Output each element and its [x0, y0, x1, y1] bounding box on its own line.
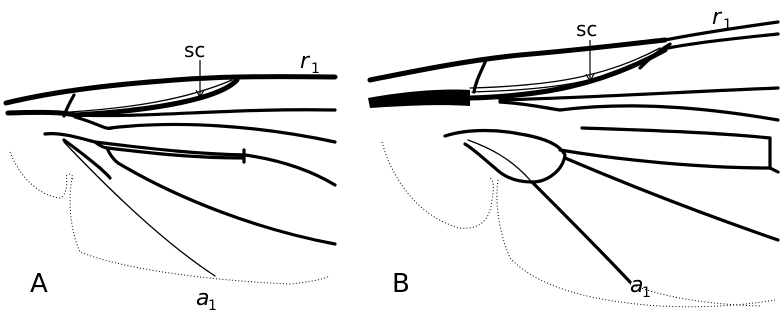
radius-base-b [368, 89, 470, 108]
medial-vein-a [75, 117, 112, 128]
sc-label-b: sc [576, 17, 597, 41]
cubital-vein-b [445, 131, 565, 183]
cubital-inner-b [468, 140, 530, 180]
a1-sub-a: 1 [208, 298, 217, 314]
radial-sector-a2 [110, 124, 335, 142]
r1-sub-b: 1 [723, 17, 732, 33]
medial-vein-b [500, 102, 560, 110]
a1-vein-a [64, 142, 215, 276]
radial-sector-b2 [560, 106, 778, 120]
anal-vein-a [118, 163, 335, 244]
wing-a [6, 76, 335, 284]
costa-vein-b [370, 40, 665, 80]
wing-b [368, 22, 778, 307]
panel-label-b: B [392, 269, 410, 299]
cell-right-out-b [770, 168, 778, 172]
sc-label-a: sc [184, 38, 205, 62]
anal-vein-b2 [532, 182, 630, 282]
basal-lobe-b [382, 142, 493, 228]
a1-sub-b: 1 [642, 285, 651, 301]
anal-vein-b1 [565, 158, 778, 240]
panel-label-a: A [30, 269, 48, 299]
cell-lower-right-b [560, 150, 770, 168]
r1-label-b: r [712, 5, 723, 30]
cell-upper-b [582, 128, 770, 138]
hind-margin-a [70, 178, 330, 284]
basal-lobe-a [10, 152, 73, 198]
r1-label-a: r [300, 49, 311, 74]
r1-sub-a: 1 [311, 61, 320, 77]
